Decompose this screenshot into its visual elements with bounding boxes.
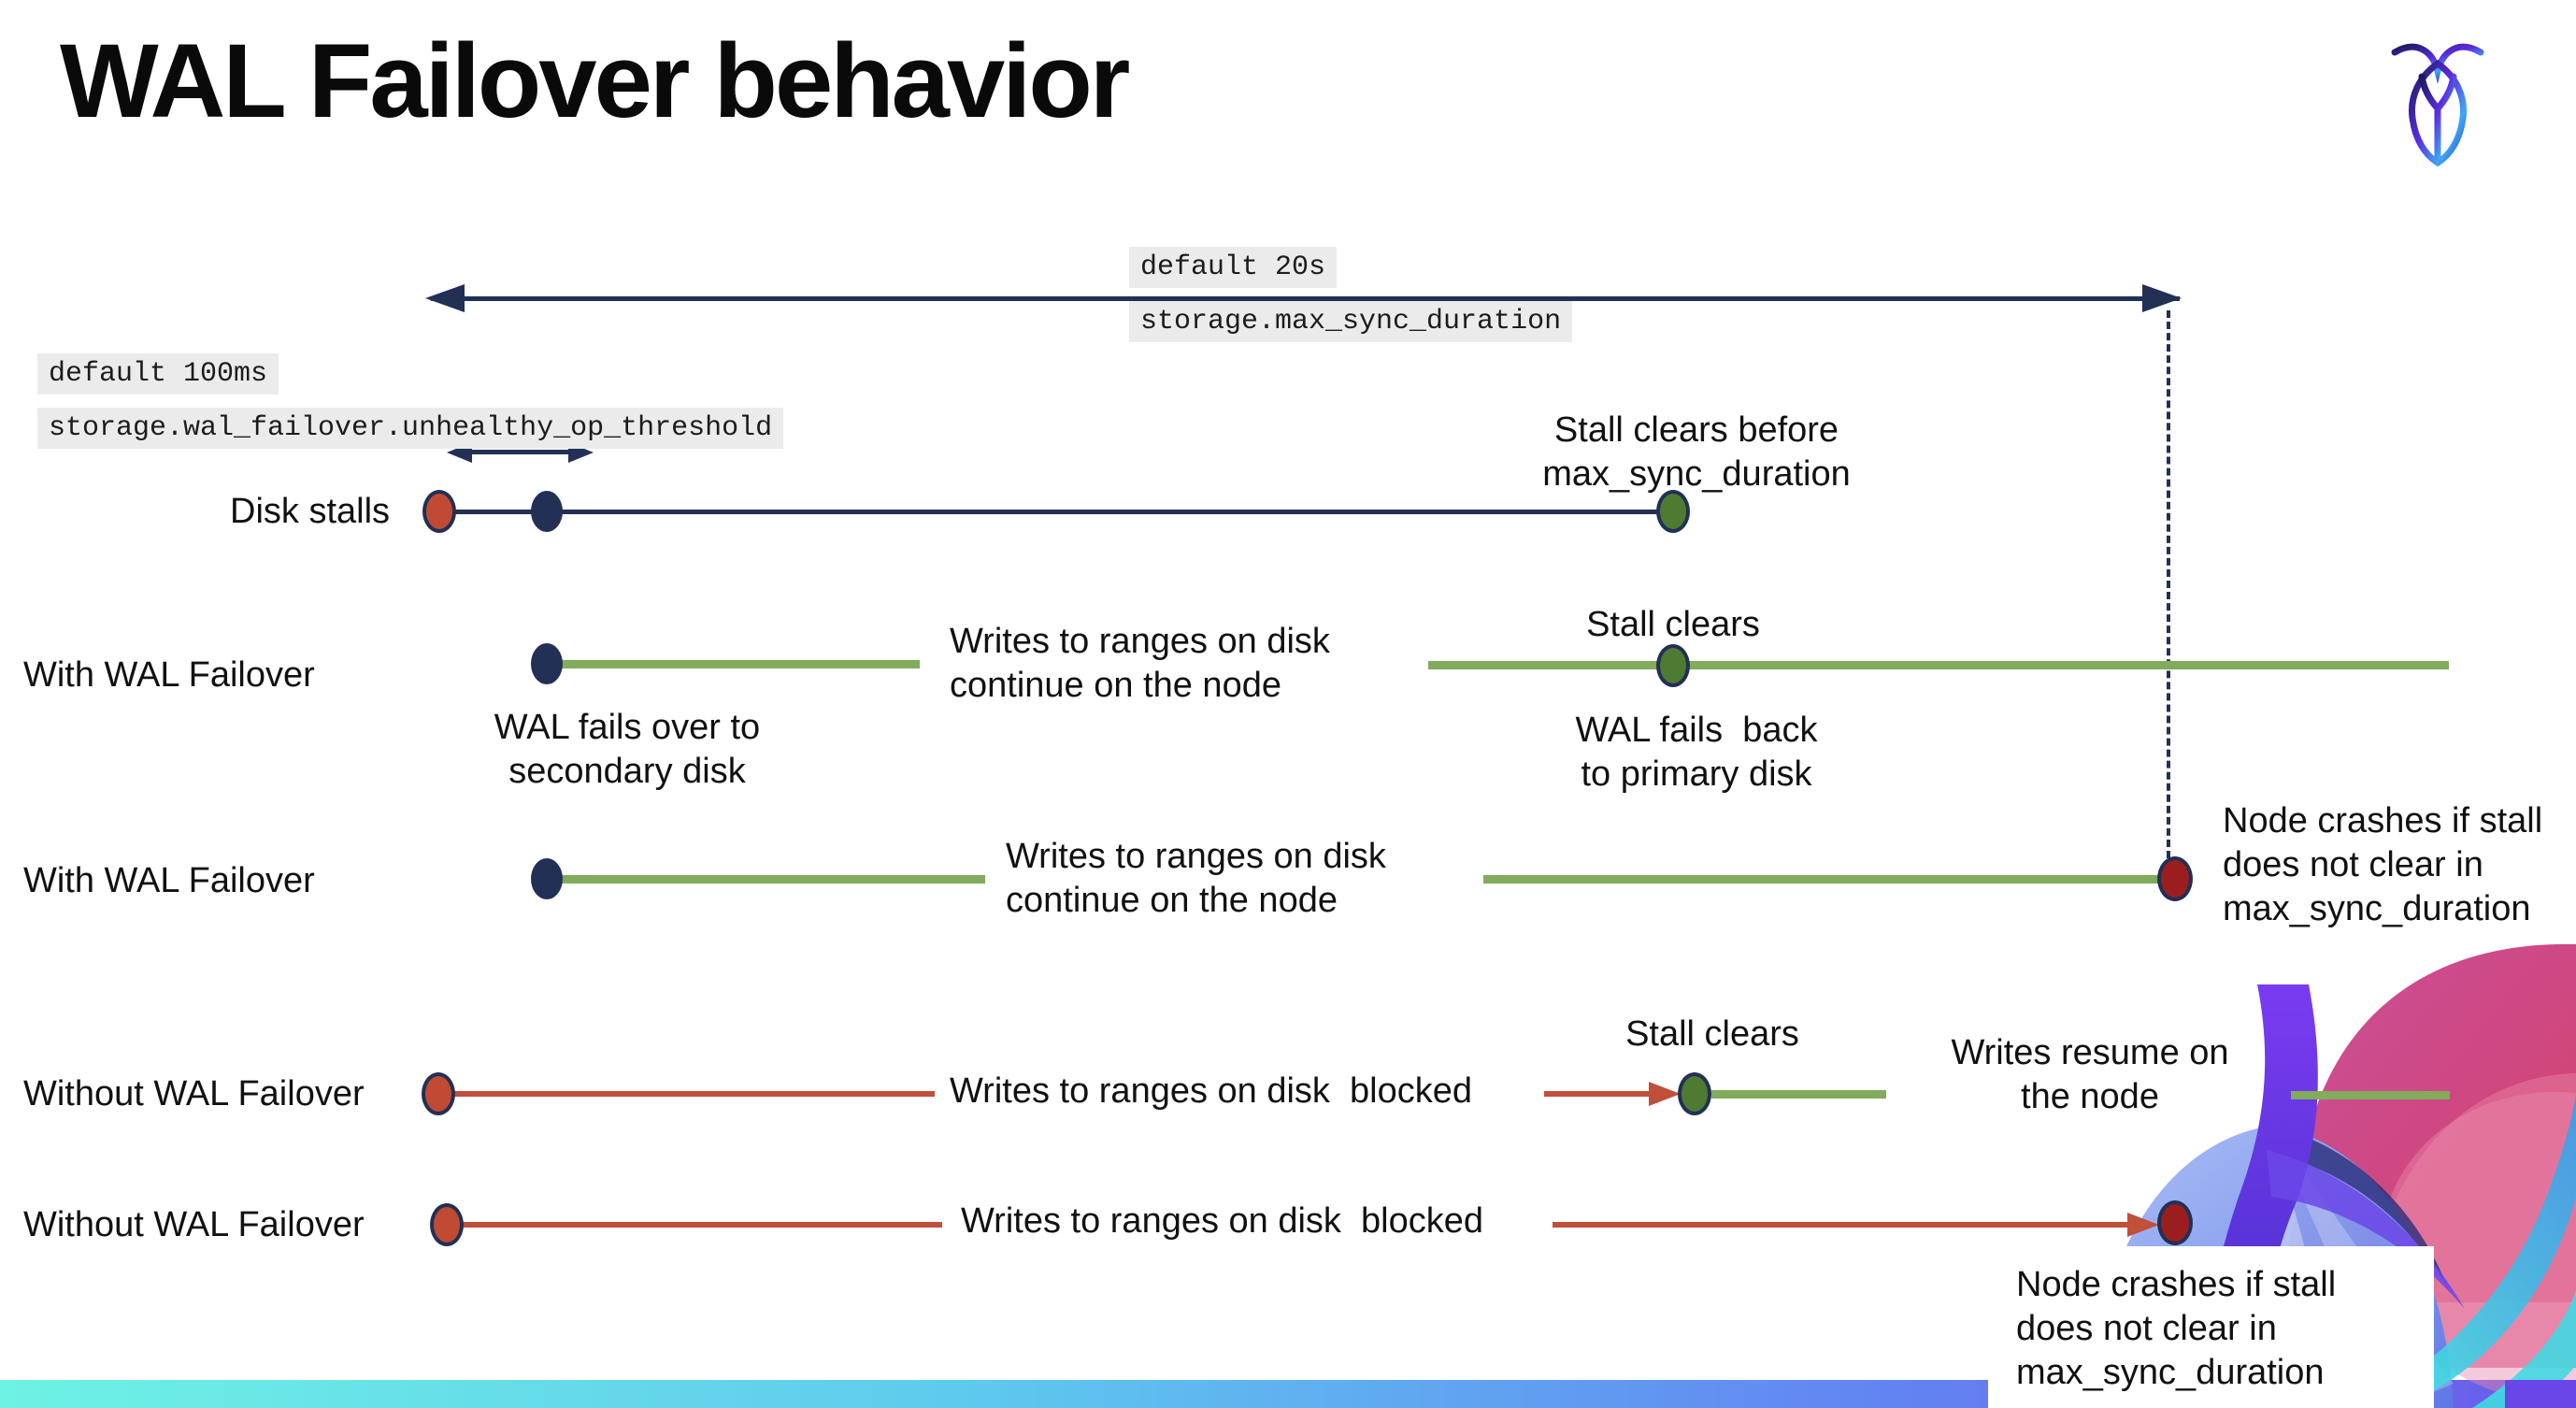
stall-start-dot-3 [430,1203,464,1246]
page-title: WAL Failover behavior [60,22,1130,139]
failover-dot-2 [531,858,563,899]
row-label-disk-stalls: Disk stalls [230,492,391,531]
note-writes-blocked-1: Writes to ranges on disk blocked [950,1071,1473,1111]
max-sync-deadline-dashed-line [2167,310,2170,858]
arrowhead-left-icon [425,284,465,312]
max-sync-default-label: default 20s [1129,247,1338,288]
red-arrowhead-icon-2 [2127,1213,2159,1237]
blocked-arrow-line-2 [1553,1222,2127,1228]
node-crash-callout: Node crashes if stall does not clear in … [1988,1246,2434,1408]
writes-resume-line-1 [1711,1090,1886,1099]
note-stall-clears-2: Stall clears [1625,1014,1799,1054]
disk-stall-timeline [439,510,1673,514]
writes-continue-line-4 [1483,875,2173,884]
note-node-crashes-1: Node crashes if stall does not clear in … [2223,801,2543,928]
writes-blocked-line-1 [451,1091,935,1097]
note-wal-fails-over: WAL fails over to secondary disk [494,708,761,791]
blocked-arrow-line-1 [1544,1091,1649,1097]
note-wal-fails-back: WAL fails back to primary disk [1575,711,1818,794]
red-arrowhead-icon-1 [1649,1082,1681,1106]
writes-blocked-line-2 [460,1222,942,1228]
note-stall-clears-before: Stall clears before max_sync_duration [1542,410,1851,494]
writes-resume-line-2 [2291,1091,2450,1099]
row-label-with-wal-failover-2: With WAL Failover [23,861,315,900]
row-label-without-wal-failover-2: Without WAL Failover [23,1205,365,1244]
writes-continue-line-2 [1428,661,2449,669]
stall-clear-dot-3 [1678,1072,1711,1115]
arrowhead-right-icon [2142,284,2182,312]
node-crash-dot-2 [2157,1200,2193,1245]
writes-continue-line-3 [555,875,985,884]
unhealthy-op-setting-label: storage.wal_failover.unhealthy_op_thresh… [37,408,784,449]
note-stall-clears-1: Stall clears [1586,605,1760,644]
note-writes-blocked-2: Writes to ranges on disk blocked [961,1201,1484,1241]
max-sync-duration-span-line [431,296,2180,301]
node-crash-dot-1 [2157,856,2193,901]
stall-start-dot-2 [422,1072,455,1115]
stall-start-dot [422,490,456,533]
max-sync-setting-label: storage.max_sync_duration [1129,301,1573,342]
cockroachdb-logo-icon [2385,37,2490,168]
unhealthy-op-span-line [467,450,572,454]
threshold-dot [531,491,563,532]
failover-dot [531,643,563,684]
note-node-crashes-2: Node crashes if stall does not clear in … [2016,1265,2337,1392]
row-label-without-wal-failover-1: Without WAL Failover [23,1074,365,1113]
note-writes-continue-1: Writes to ranges on disk continue on the… [950,622,1330,705]
unhealthy-op-default-label: default 100ms [37,353,279,395]
writes-continue-line-1 [555,660,920,668]
note-writes-resume: Writes resume on the node [1951,1033,2229,1116]
stall-clear-dot [1656,490,1690,533]
note-writes-continue-2: Writes to ranges on disk continue on the… [1006,837,1386,920]
stall-clear-dot-2 [1656,644,1690,687]
row-label-with-wal-failover-1: With WAL Failover [23,655,315,695]
